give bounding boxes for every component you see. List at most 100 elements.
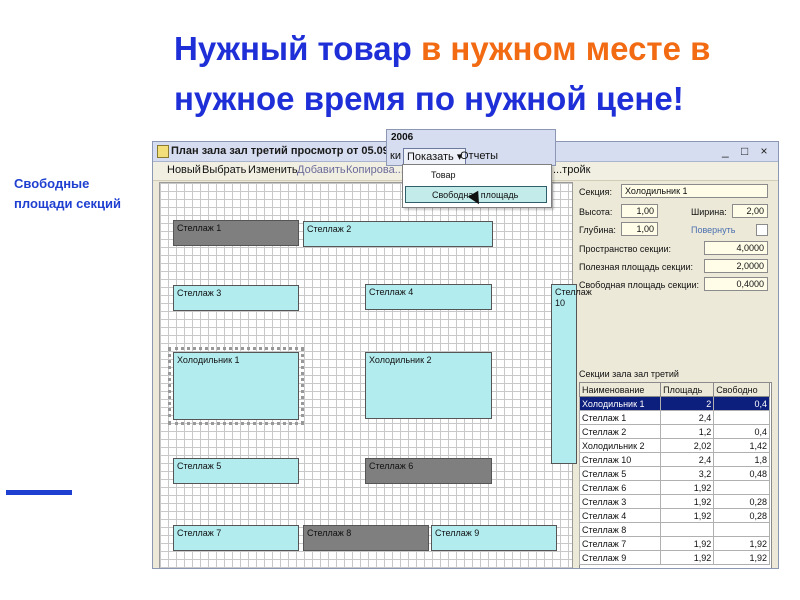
section-label: Секция: [579,187,612,197]
cell-free[interactable]: 0,4 [713,424,770,439]
free-area-field[interactable]: 0,4000 [704,277,768,291]
cell-name[interactable]: Стеллаж 4 [578,508,662,523]
rack-7[interactable]: Стеллаж 7 [173,525,299,551]
cell-name[interactable]: Стеллаж 5 [578,466,662,481]
menu-prefix: ки [390,150,401,162]
cell-area[interactable]: 1,2 [660,424,715,439]
minimize-icon[interactable]: _ [721,144,729,158]
select-button[interactable]: Выбрать [202,164,247,176]
decorative-dash [6,490,72,495]
depth-label: Глубина: [579,225,616,235]
cell-area[interactable]: 2,4 [660,452,715,467]
cell-name[interactable]: Стеллаж 8 [578,522,662,537]
rack-1[interactable]: Стеллаж 1 [173,220,299,246]
column-header-name[interactable]: Наименование [578,382,662,397]
height-field[interactable]: 1,00 [621,204,658,218]
cell-free[interactable]: 1,42 [713,438,770,453]
cell-name[interactable]: Холодильник 2 [578,438,662,453]
rotate-label: Повернуть [691,225,736,235]
cell-area[interactable]: 1,92 [660,508,715,523]
settings-button[interactable]: ...тройк [553,164,591,176]
cell-area[interactable]: 1,92 [660,550,715,565]
cell-name[interactable]: Стеллаж 9 [578,550,662,565]
add-button[interactable]: Добавить [297,164,346,176]
depth-field[interactable]: 1,00 [621,222,658,236]
fridge-1[interactable]: Холодильник 1 [168,347,304,425]
copy-button[interactable]: Копирова... [346,164,404,176]
menu-item-goods[interactable]: Товар [431,170,456,180]
cell-area[interactable]: 2 [660,396,715,411]
cell-name[interactable]: Стеллаж 7 [578,536,662,551]
cell-area[interactable]: 2,02 [660,438,715,453]
rack-8[interactable]: Стеллаж 8 [303,525,429,551]
cell-name[interactable]: Стеллаж 1 [578,410,662,425]
width-field[interactable]: 2,00 [732,204,768,218]
rack-10[interactable]: Стеллаж 10 [551,284,592,464]
cell-free[interactable]: 0,4 [713,396,770,411]
useful-area-field[interactable]: 2,0000 [704,259,768,273]
space-field[interactable]: 4,0000 [704,241,768,255]
rack-3[interactable]: Стеллаж 3 [173,285,299,311]
height-label: Высота: [579,207,613,217]
cell-free[interactable] [713,410,770,425]
table-row[interactable]: Стеллаж 8 [578,522,770,537]
cell-name[interactable]: Холодильник 1 [578,396,662,411]
menu-strip: 2006 ки Показать ▾ Отчеты [386,129,556,166]
rack-9[interactable]: Стеллаж 9 [431,525,557,551]
cell-area[interactable]: 3,2 [660,466,715,481]
show-dropdown: Товар Свободная площадь [402,164,552,208]
cell-area[interactable] [660,522,715,537]
cell-area[interactable]: 1,92 [660,536,715,551]
cell-free[interactable] [713,522,770,537]
width-label: Ширина: [691,207,727,217]
reports-menu[interactable]: Отчеты [460,150,499,162]
floor-plan-grid[interactable]: Стеллаж 1 Стеллаж 2 Стеллаж 3 Стеллаж 4 … [159,182,592,568]
cell-free[interactable]: 1,8 [713,452,770,467]
free-area-label: Свободная площадь секции: [579,280,699,290]
cell-name[interactable]: Стеллаж 10 [578,452,662,467]
cell-free[interactable]: 1,92 [713,536,770,551]
column-header-free[interactable]: Свободно [713,382,770,397]
menu-item-free-area[interactable]: Свободная площадь [405,186,547,203]
rack-5[interactable]: Стеллаж 5 [173,458,299,484]
app-icon [157,145,169,158]
cell-area[interactable]: 2,4 [660,410,715,425]
rotate-checkbox[interactable] [756,224,768,236]
edit-button[interactable]: Изменить [248,164,298,176]
rack-6[interactable]: Стеллаж 6 [365,458,492,484]
cell-name[interactable]: Стеллаж 6 [578,480,662,495]
sections-table-title: Секции зала зал третий [579,369,679,379]
maximize-icon[interactable]: □ [741,144,749,158]
cell-free[interactable]: 0,48 [713,466,770,481]
close-icon[interactable]: × [760,144,768,158]
section-field[interactable]: Холодильник 1 [621,184,768,198]
cell-free[interactable]: 1,92 [713,550,770,565]
headline-part-a: Нужный товар [174,30,421,67]
cell-name[interactable]: Стеллаж 3 [578,494,662,509]
cell-area[interactable]: 1,92 [660,480,715,495]
fridge-2[interactable]: Холодильник 2 [365,352,492,419]
column-header-area[interactable]: Площадь [660,382,715,397]
cell-free[interactable] [713,480,770,495]
rack-4[interactable]: Стеллаж 4 [365,284,492,310]
rack-2[interactable]: Стеллаж 2 [303,221,493,247]
cell-area[interactable]: 1,92 [660,494,715,509]
sections-table[interactable]: Наименование Площадь Свободно Холодильни… [578,382,770,565]
cell-name[interactable]: Стеллаж 2 [578,424,662,439]
headline-line-1: Нужный товар в нужном месте в [174,30,710,68]
new-button[interactable]: Новый [167,164,201,176]
cell-free[interactable]: 0,28 [713,508,770,523]
cell-free[interactable]: 0,28 [713,494,770,509]
